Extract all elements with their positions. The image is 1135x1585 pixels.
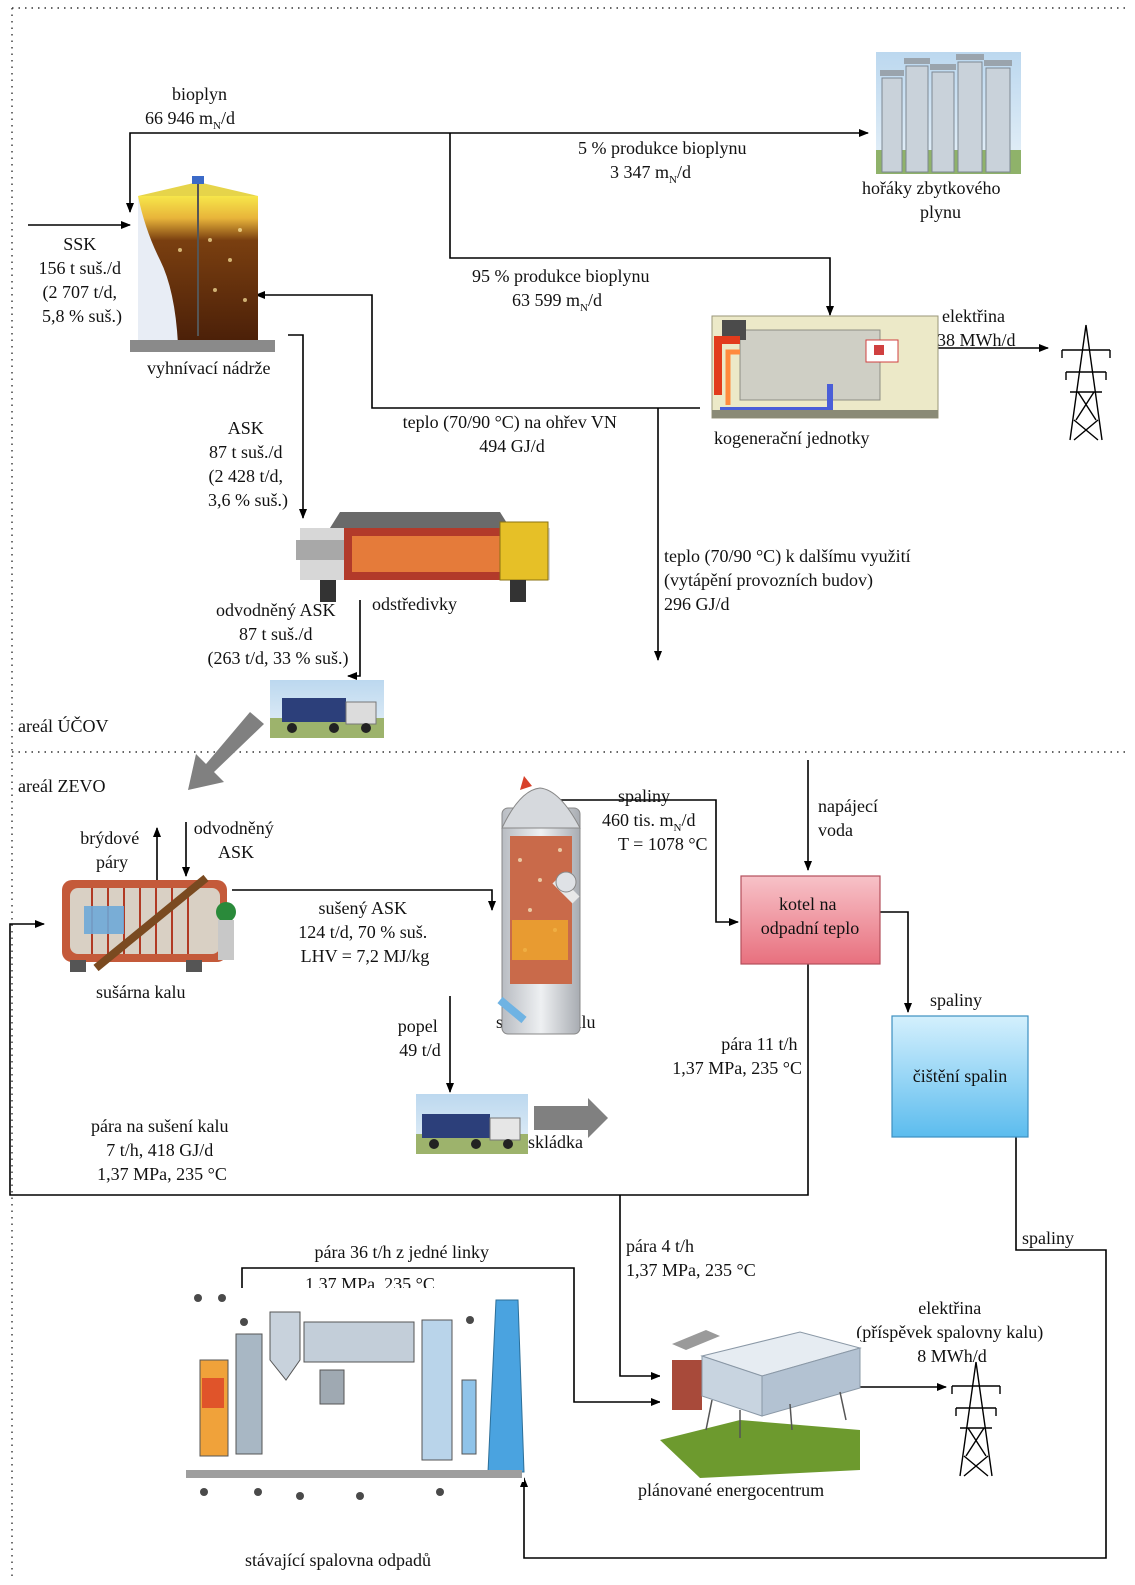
landfill-label: skládka (528, 1132, 583, 1152)
fluegas-mid-label: spaliny (930, 990, 982, 1010)
fluegas-top-label: spaliny 460 tis. mN/d T = 1078 °C (602, 786, 708, 854)
sludge-dryer-icon (62, 878, 236, 972)
cleaning-label: čištění spalin (913, 1066, 1007, 1086)
fluegas-low-label: spaliny (1022, 1228, 1074, 1248)
dryer-label: sušárna kalu (96, 982, 185, 1002)
flare-flow-label: 5 % produkce bioplynu 3 347 mN/d (578, 138, 751, 186)
area-label-ucov: areál ÚČOV (18, 715, 108, 736)
electricity-bottom-label: elektřina (příspěvek spalovny kalu) 8 MW… (856, 1298, 1047, 1366)
power-pylon-icon (952, 1362, 1000, 1476)
digester-tank-icon (130, 176, 275, 352)
flue-gas-cleaning-box: čištění spalin (892, 1016, 1028, 1137)
ask-label: ASK 87 t suš./d (2 428 t/d, 3,6 % suš.) (208, 418, 288, 511)
steam-4-label: pára 4 t/h 1,37 MPa, 235 °C (626, 1236, 756, 1280)
dewatered-ask-label: odvodněný ASK 87 t suš./d (263 t/d, 33 %… (208, 600, 349, 669)
steam-drying-label: pára na sušení kalu 7 t/h, 418 GJ/d 1,37… (91, 1116, 233, 1184)
feedwater-label: napájecí voda (818, 796, 882, 840)
ssk-label: SSK 156 t suš./d (2 707 t/d, 5,8 % suš.) (38, 234, 125, 327)
energocentrum-label: plánované energocentrum (638, 1480, 824, 1500)
heat-other-label: teplo (70/90 °C) k dalšímu využití (vytá… (664, 546, 915, 614)
vapours-label: brýdové páry (80, 828, 143, 872)
chp-engine-icon (712, 316, 938, 418)
flare-label: hořáky zbytkového plynu (862, 178, 1005, 222)
ash-label: popel 49 t/d (398, 1016, 443, 1060)
steam-11-label: pára 11 t/h 1,37 MPa, 235 °C (672, 1034, 802, 1078)
flare-tower-icon (876, 52, 1021, 174)
truck-icon (270, 680, 384, 738)
transfer-arrow (188, 712, 264, 790)
power-pylon-icon (1062, 325, 1110, 440)
waste-plant-label: stávající spalovna odpadů (245, 1550, 431, 1570)
centrifuge-label: odstředivky (372, 594, 457, 614)
electricity-top-label: elektřina 138 MWh/d (928, 306, 1016, 350)
chp-label: kogenerační jednotky (714, 428, 869, 448)
heat-digester-label: teplo (70/90 °C) na ohřev VN 494 GJ/d (403, 412, 622, 456)
waste-plant-icon (184, 1288, 524, 1500)
biogas-label: bioplyn 66 946 mN/d (145, 84, 235, 132)
dewatered-ask-in-label: odvodněný ASK (194, 818, 279, 862)
truck-icon (416, 1094, 528, 1154)
dried-ask-label: sušený ASK 124 t/d, 70 % suš. LHV = 7,2 … (298, 898, 432, 966)
chp-flow-label: 95 % produkce bioplynu 63 599 mN/d (472, 266, 654, 314)
centrifuge-icon (296, 512, 550, 602)
boiler-box: kotel na odpadní teplo (741, 876, 880, 964)
incinerator-icon (500, 776, 580, 1034)
energy-center-icon (660, 1330, 860, 1478)
digester-label: vyhnívací nádrže (147, 358, 270, 378)
area-label-zevo: areál ZEVO (18, 776, 105, 796)
